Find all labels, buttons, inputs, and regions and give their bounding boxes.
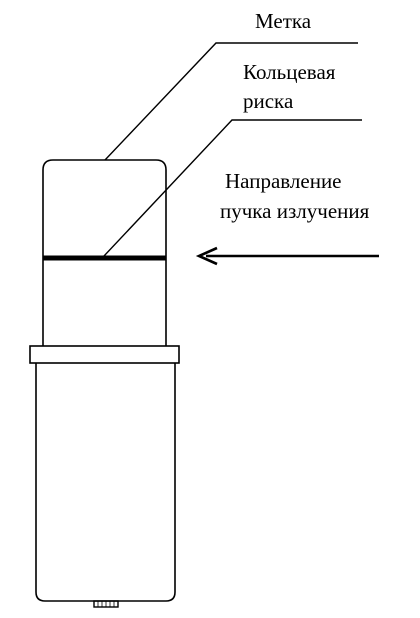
lower-body [35,363,176,602]
mark-leader-line [104,42,358,161]
ring-leader-line [103,119,362,257]
ring-label-line2: риска [243,89,294,113]
beam-label-line2: пучка излучения [220,199,370,223]
detector-cap [42,159,167,346]
bottom-connector [93,600,119,608]
beam-direction-arrow [195,246,379,266]
mark-label: Метка [255,9,312,33]
ring-label-line1: Кольцевая [243,60,336,84]
flange-collar [29,345,180,364]
beam-label-line1: Направление [225,169,342,193]
